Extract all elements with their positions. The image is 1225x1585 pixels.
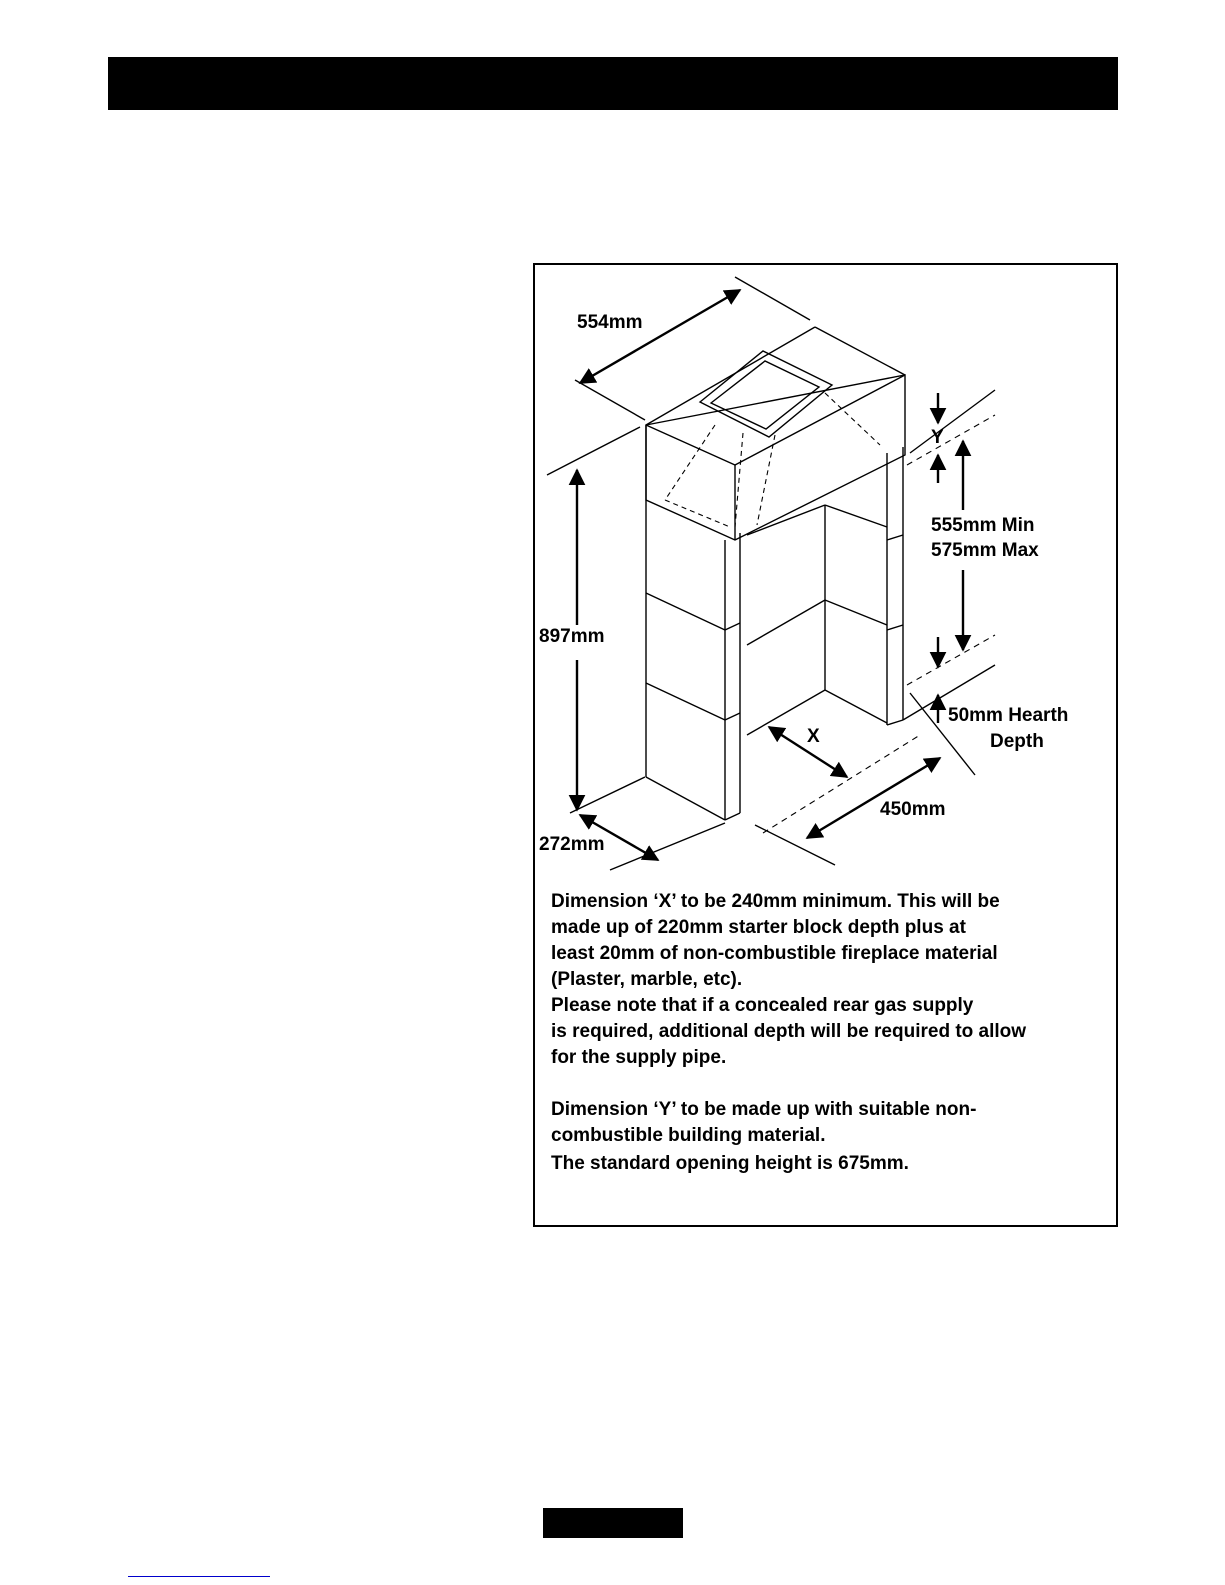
width-arrow xyxy=(578,288,742,385)
header-bar xyxy=(108,57,1118,110)
opening-min-label: 555mm Min xyxy=(931,515,1035,536)
x-note-line: is required, additional depth will be re… xyxy=(551,1021,1027,1042)
x-note-line: least 20mm of non-combustible fireplace … xyxy=(551,943,998,964)
height-label: 897mm xyxy=(539,626,605,647)
hearth-label-line2: Depth xyxy=(990,731,1044,752)
y-note-line: The standard opening height is 675mm. xyxy=(551,1153,909,1174)
x-note-line: Dimension ‘X’ to be 240mm minimum. This … xyxy=(551,891,1000,912)
flue-opening xyxy=(698,350,834,438)
depth-arrow xyxy=(578,813,660,862)
x-note-line: Please note that if a concealed rear gas… xyxy=(551,995,974,1016)
x-dimension-note: Dimension ‘X’ to be 240mm minimum. This … xyxy=(551,889,1116,1071)
y-label: Y xyxy=(931,427,944,448)
page-number-tab xyxy=(543,1508,683,1538)
fireplace-drawing xyxy=(546,276,996,871)
opening-max-label: 575mm Max xyxy=(931,540,1039,561)
width-label: 554mm xyxy=(577,312,643,333)
y-dimension-note: Dimension ‘Y’ to be made up with suitabl… xyxy=(551,1097,1116,1177)
front-depth-arrow xyxy=(805,756,942,840)
top-slab-face xyxy=(645,374,906,541)
x-note-line: (Plaster, marble, etc). xyxy=(551,969,743,990)
x-note-line: for the supply pipe. xyxy=(551,1047,727,1068)
diagram-figure: 554mm 897mm 272mm X 450mm Y 555mm Min 57… xyxy=(533,263,1118,1227)
footer-rule xyxy=(128,1576,270,1577)
x-label: X xyxy=(807,726,820,747)
y-note-line: combustible building material. xyxy=(551,1125,826,1146)
side-depth-label: 272mm xyxy=(539,834,605,855)
front-depth-label: 450mm xyxy=(880,799,946,820)
x-note-line: made up of 220mm starter block depth plu… xyxy=(551,917,966,938)
y-note-line: Dimension ‘Y’ to be made up with suitabl… xyxy=(551,1099,977,1120)
hearth-label-line1: 50mm Hearth xyxy=(948,705,1069,726)
